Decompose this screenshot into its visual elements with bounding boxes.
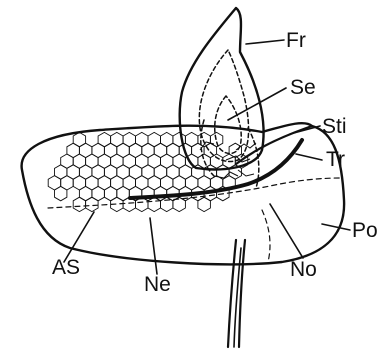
label-ne: Ne (144, 273, 171, 296)
network-cell (86, 197, 99, 211)
label-as: AS (52, 256, 80, 279)
network-cell (55, 186, 67, 200)
label-sti: Sti (322, 115, 347, 138)
network-strand (238, 170, 254, 176)
network-cell (161, 197, 173, 211)
label-tr: Tr (326, 148, 345, 171)
label-po: Po (352, 219, 378, 242)
label-se: Se (290, 76, 316, 99)
network-cell (148, 197, 161, 211)
stalk (228, 240, 245, 347)
network-cell (73, 197, 85, 211)
label-no: No (290, 258, 317, 281)
fruit (180, 8, 264, 169)
label-fr: Fr (286, 29, 306, 52)
network-cell (198, 197, 211, 211)
cell-network (48, 132, 256, 211)
